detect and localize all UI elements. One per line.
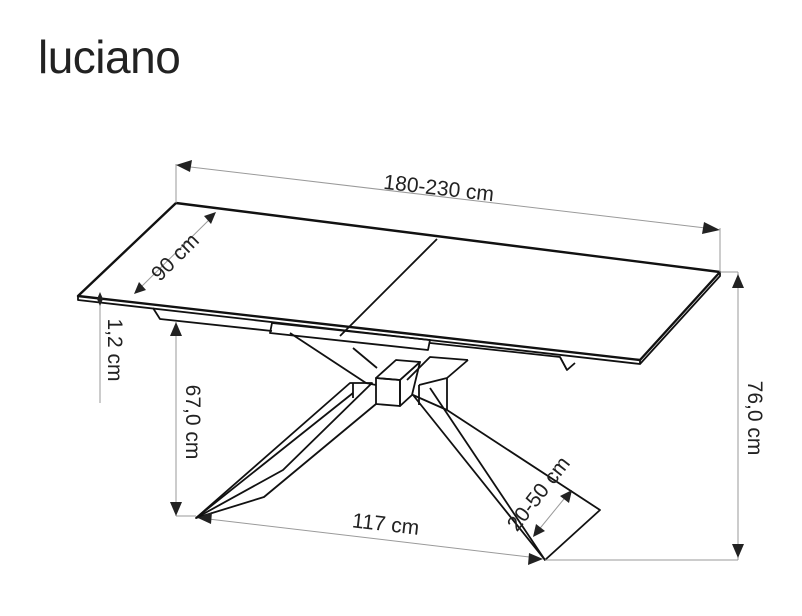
- thickness-label: 1,2 cm: [103, 318, 126, 381]
- total-height-label: 76,0 cm: [743, 381, 766, 456]
- product-title: luciano: [38, 31, 181, 83]
- width-label: 90 cm: [147, 229, 204, 286]
- dimension-length: 180-230 cm: [175, 160, 721, 272]
- leg-clearance-label: 67,0 cm: [181, 385, 204, 460]
- table-frame: [152, 307, 576, 371]
- dimension-leg-foot: 20-50 cm: [503, 452, 575, 537]
- dimension-width: 90 cm: [134, 212, 216, 294]
- dimension-leg-clearance: 67,0 cm: [170, 322, 204, 517]
- base-span-label: 117 cm: [351, 509, 420, 539]
- dimension-total-height: 76,0 cm: [545, 271, 766, 561]
- table-base: [195, 332, 601, 561]
- dimension-base-span: 117 cm: [198, 509, 543, 565]
- table-top: [76, 201, 722, 365]
- dimension-thickness: 1,2 cm: [97, 292, 126, 403]
- length-label: 180-230 cm: [382, 171, 495, 206]
